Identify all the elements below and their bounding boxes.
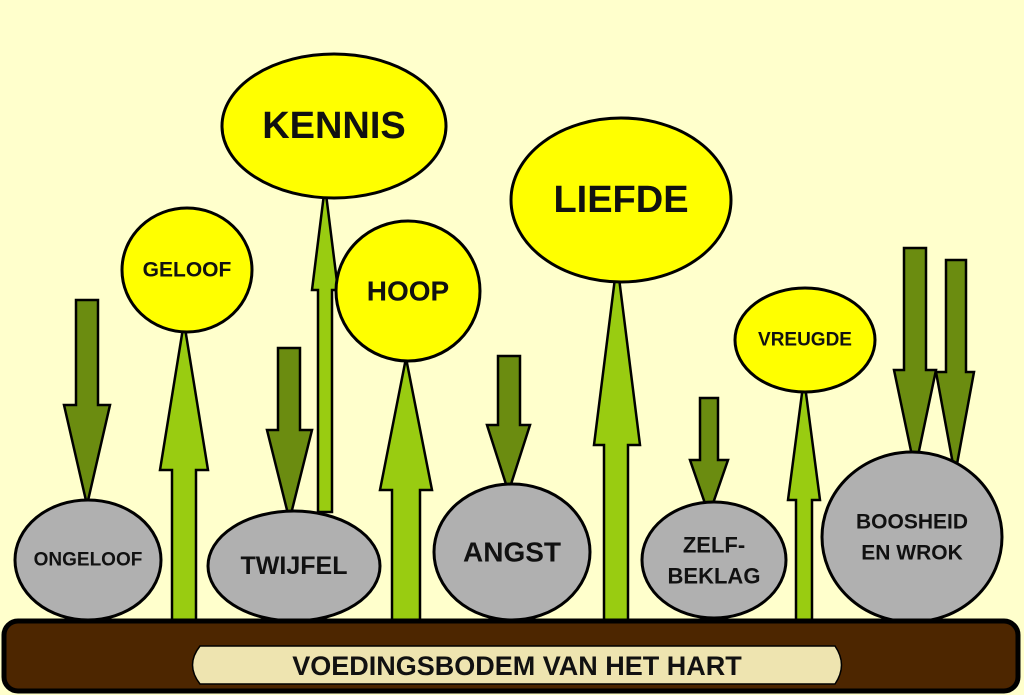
virtue-label: HOOP	[367, 276, 449, 307]
soil-label-plate	[191, 645, 843, 685]
growth-arrow-up-icon	[378, 357, 434, 622]
soil: VOEDINGSBODEM VAN HET HART	[1, 618, 1021, 694]
virtue-kennis: KENNIS	[220, 52, 448, 200]
virtue-vreugde: VREUGDE	[733, 286, 877, 394]
vice-twijfel: TWIJFEL	[206, 509, 382, 623]
vice-boosheid: BOOSHEID EN WROK	[820, 450, 1004, 624]
virtue-label: VREUGDE	[758, 330, 852, 351]
pressure-arrow-down-icon	[934, 258, 976, 476]
soil-label: VOEDINGSBODEM VAN HET HART	[292, 651, 742, 681]
growth-arrow-up-icon	[786, 377, 822, 622]
virtue-label: GELOOF	[143, 259, 232, 282]
vice-zelf: ZELF- BEKLAG	[640, 500, 788, 620]
virtue-hoop: HOOP	[334, 219, 482, 363]
pressure-arrow-down-icon	[265, 346, 314, 521]
vice-ongeloof: ONGELOOF	[13, 498, 163, 622]
virtue-liefde: LIEFDE	[509, 116, 733, 284]
vice-label-line2: BEKLAG	[668, 564, 761, 589]
pressure-arrow-down-icon	[688, 396, 730, 519]
vice-label: ONGELOOF	[34, 550, 143, 571]
vice-label: TWIJFEL	[241, 552, 348, 580]
growth-arrow-up-icon	[310, 185, 340, 514]
vice-label: BOOSHEID	[856, 511, 968, 534]
pressure-arrow-down-icon	[485, 354, 532, 497]
pressure-arrow-down-icon	[892, 246, 938, 471]
pressure-arrow-down-icon	[62, 298, 112, 506]
vice-label: ANGST	[463, 537, 561, 568]
virtue-label: LIEFDE	[553, 179, 688, 221]
growth-arrow-up-icon	[592, 261, 642, 622]
growth-arrow-up-icon	[158, 321, 210, 622]
vice-angst: ANGST	[432, 482, 592, 622]
vice-label: ZELF-	[683, 533, 745, 558]
virtue-geloof: GELOOF	[120, 206, 254, 334]
virtue-label: KENNIS	[262, 105, 406, 147]
vice-label-line2: EN WROK	[861, 542, 963, 565]
